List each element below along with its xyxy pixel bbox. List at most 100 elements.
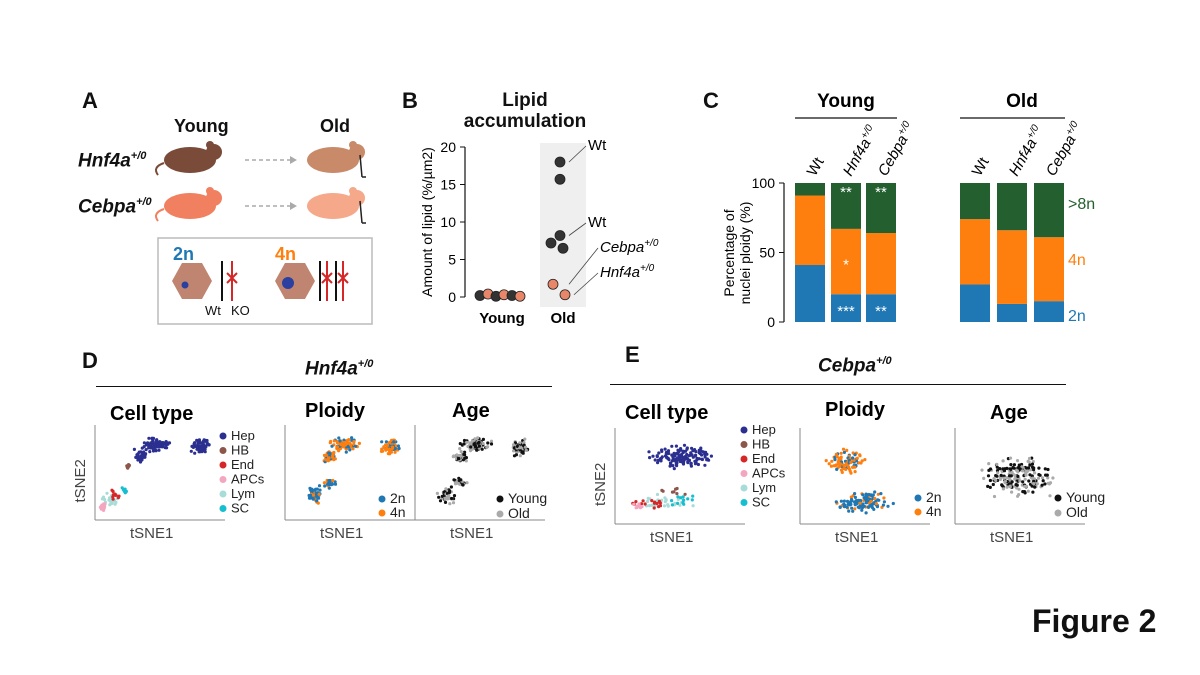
tsne-point <box>1003 479 1008 483</box>
tsne-point <box>842 502 846 506</box>
tsne-point <box>678 459 682 463</box>
tsne-point <box>681 456 685 460</box>
tsne-point <box>667 451 671 456</box>
tsne-point <box>444 487 448 491</box>
tsne-point <box>1032 466 1036 470</box>
panel-c-label: C <box>703 88 719 113</box>
annotation-label: Wt <box>588 214 607 231</box>
annotation-label: Cebpa+/0 <box>600 238 659 256</box>
age-points <box>980 456 1055 499</box>
tsne-point <box>853 502 857 506</box>
tsne-point <box>1037 466 1041 470</box>
tsne-point <box>351 447 355 451</box>
tsne-point <box>108 496 112 500</box>
tsne-point <box>140 446 144 450</box>
tsne-point <box>864 511 868 515</box>
tsne-point <box>845 448 849 452</box>
tsne-point <box>1027 460 1031 464</box>
sig-8n: ** <box>840 184 852 201</box>
tsne-point <box>459 478 463 482</box>
tsne-point <box>388 440 392 444</box>
tsne-point <box>330 444 334 448</box>
tsne-point <box>705 458 709 462</box>
tsne-point <box>138 455 142 459</box>
subtitle-age: Age <box>990 402 1028 424</box>
tsne-point <box>857 498 861 502</box>
tsne-point <box>316 501 320 505</box>
tsne-point <box>863 458 867 462</box>
tsne-point <box>839 457 843 461</box>
tsne-point <box>836 460 840 464</box>
tsne-xlabel: tSNE1 <box>130 525 173 542</box>
bar-category-label: Wt <box>804 154 828 179</box>
tsne-point <box>683 457 687 461</box>
ko-label: KO <box>231 303 250 318</box>
young-point <box>514 290 526 302</box>
tsne-point <box>672 490 676 494</box>
tsne-point <box>322 453 327 457</box>
tsne-point <box>839 499 843 503</box>
tsne-point <box>452 478 456 482</box>
annotation-leader <box>568 222 587 236</box>
tsne-point <box>327 479 331 483</box>
legend-label: SC <box>231 501 249 516</box>
tsne-point <box>675 451 679 455</box>
tsne-point <box>317 484 322 488</box>
tsne-point <box>1017 493 1021 497</box>
legend-dot <box>378 495 386 503</box>
tsne-point <box>674 462 678 466</box>
annotation-leader <box>568 145 587 163</box>
tsne-point <box>995 474 999 478</box>
tsne-point <box>1043 467 1047 471</box>
tsne-point <box>327 451 331 455</box>
panel-a-row1-label: Hnf4a+/0 <box>78 150 146 172</box>
tsne-point <box>332 439 336 443</box>
tsne-point <box>689 461 693 465</box>
celltype-points <box>98 436 211 512</box>
legend-label: Young <box>508 490 547 506</box>
tsne-point <box>448 502 452 506</box>
tsne-point <box>473 444 478 448</box>
tsne-point <box>388 452 392 456</box>
tsne-point <box>873 496 877 501</box>
legend-dot <box>496 510 504 518</box>
tsne-point <box>652 501 656 505</box>
tsne-point <box>703 455 707 459</box>
tsne-point <box>663 496 667 500</box>
panel-e-label: E <box>625 342 640 367</box>
tsne-point <box>998 477 1002 481</box>
tsne-point <box>331 478 335 483</box>
sig-2n: ** <box>875 303 887 320</box>
bar-4n-segment <box>795 195 825 266</box>
tsne-point <box>307 493 311 498</box>
y-tick-label: 10 <box>440 214 456 230</box>
tsne-point <box>323 484 327 488</box>
tsne-point <box>166 441 170 445</box>
tsne-point <box>867 492 871 497</box>
tsne-point <box>660 448 664 452</box>
tsne-point <box>851 509 855 513</box>
tsne-point <box>677 453 681 457</box>
tsne-point <box>693 459 697 463</box>
tsne-point <box>833 458 837 462</box>
bar-2n-segment <box>997 303 1027 322</box>
tsne-xlabel: tSNE1 <box>990 529 1033 546</box>
tsne-point <box>676 501 680 505</box>
legend-label: End <box>231 457 254 472</box>
tsne-point <box>850 506 854 510</box>
tsne-point <box>1031 490 1035 494</box>
tsne-point <box>458 447 462 451</box>
tsne-point <box>829 464 833 468</box>
legend-dot <box>219 505 227 512</box>
tsne-point <box>335 445 339 449</box>
tsne-point <box>871 493 875 497</box>
tsne-point <box>857 505 861 509</box>
mouse-old-cebpa-icon <box>307 187 366 224</box>
tsne-point <box>853 495 857 499</box>
tsne-point <box>670 499 674 503</box>
tsne-point <box>700 453 704 457</box>
tsne-point <box>380 449 385 453</box>
panel-a-young-header: Young <box>174 116 229 136</box>
y-axis-label-2: nuclei ploidy (%) <box>737 202 753 305</box>
tsne-point <box>470 439 474 443</box>
